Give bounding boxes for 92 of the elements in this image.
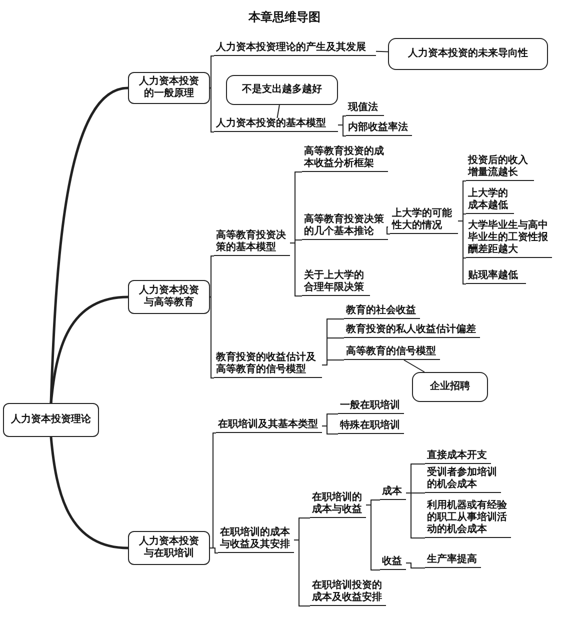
branch-line [276, 104, 280, 118]
topic-text: 上大学的成本越低 [468, 188, 508, 211]
topic-text: 企业招聘 [430, 381, 470, 393]
branch-line [210, 548, 218, 554]
topic-text: 教育投资的私人收益估计偏差 [346, 324, 476, 335]
branch-label [344, 346, 440, 360]
callout-bubble [388, 38, 548, 70]
topic-text: 高等教育的信号模型 [346, 346, 436, 357]
branch-line [294, 540, 310, 606]
topic-text: 利用机器或有经验的职工从事培训活动的机会成本 [427, 500, 507, 535]
trunk-line [50, 436, 128, 550]
topic-text: 收益 [382, 556, 402, 567]
branch-line [458, 220, 466, 284]
topic-text: 高等教育投资决策的几个基本推论 [304, 214, 384, 237]
callout-bubble [412, 372, 488, 402]
branch-label [214, 118, 338, 132]
branch-line [406, 562, 426, 568]
topic-text: 人力资本投资理论的产生及其发展 [216, 42, 366, 53]
branch-label [338, 420, 404, 434]
topic-text: 上大学的可能性大的情况 [392, 208, 452, 231]
topic-text: 高等教育投资决策的基本模型 [216, 230, 286, 253]
branch-label [338, 400, 404, 414]
topic-text: 一般在职培训 [340, 400, 400, 411]
topic-text: 人力资本投资与在职培训 [138, 536, 200, 560]
topic-text: 在职培训的成本与收益及其安排 [220, 527, 290, 550]
branch-line [406, 492, 426, 538]
branch-label [425, 554, 481, 568]
topic-text: 受训者参加培训的机会成本 [427, 467, 497, 490]
branch-line [338, 124, 346, 136]
branch-label [214, 352, 322, 378]
branch-line [290, 242, 302, 296]
branch-line [386, 226, 390, 234]
branch-label [302, 270, 370, 296]
topic-text: 直接成本开支 [427, 450, 487, 461]
branch-label [466, 270, 526, 284]
topic-text: 投资后的收入增量流越长 [468, 155, 528, 178]
topic-text: 在职培训投资的成本及收益安排 [312, 580, 382, 603]
topic-text: 人力资本投资与高等教育 [138, 285, 200, 309]
topic-text: 现值法 [348, 102, 378, 113]
topic-text: 大学毕业生与高中毕业生的工资性报酬差距越大 [468, 220, 548, 255]
branch-label [346, 102, 384, 116]
branch-line [376, 50, 388, 52]
topic-text: 在职培训及其基本类型 [218, 419, 318, 430]
branch-label [466, 155, 534, 181]
branch-line [403, 360, 425, 372]
branch-label [216, 419, 322, 433]
branch-label [302, 146, 388, 172]
callout-bubble [226, 75, 338, 105]
branch-label [302, 214, 388, 240]
topic-text: 教育的社会收益 [346, 305, 416, 316]
topic-box [128, 280, 210, 314]
topic-text: 人力资本投资的未来导向性 [408, 48, 528, 60]
branch-label [310, 492, 366, 518]
branch-label [218, 527, 294, 553]
branch-label [344, 305, 420, 319]
branch-label [380, 486, 406, 500]
topic-text: 内部收益率法 [348, 122, 408, 133]
topic-text: 生产率提高 [427, 554, 477, 565]
branch-label [214, 42, 376, 56]
branch-line [210, 296, 214, 378]
branch-line [210, 256, 214, 298]
branch-label [310, 580, 386, 606]
topic-text: 教育投资的收益估计及高等教育的信号模型 [216, 352, 316, 375]
topic-text: 高等教育投资的成本收益分析框架 [304, 146, 384, 169]
topic-text: 人力资本投资理论 [11, 414, 91, 426]
branch-label [425, 467, 501, 493]
trunk-line [50, 296, 128, 404]
branch-label [344, 324, 480, 338]
branch-line [366, 504, 380, 570]
topic-text: 贴现率越低 [468, 270, 518, 281]
topic-box [128, 531, 210, 565]
topic-text: 在职培训的成本与收益 [312, 492, 362, 515]
topic-text: 关于上大学的合理年限决策 [304, 270, 364, 293]
topic-text: 人力资本投资的一般原理 [138, 76, 200, 100]
topic-text: 人力资本投资的基本模型 [216, 118, 326, 129]
branch-label [425, 450, 491, 464]
branch-line [210, 432, 216, 548]
topic-box [128, 72, 210, 104]
branch-line [210, 56, 214, 88]
topic-text: 不是支出越多越好 [242, 84, 322, 96]
branch-line [322, 426, 338, 434]
branch-label [346, 122, 412, 136]
diagram-title: 本章思维导图 [247, 9, 322, 26]
branch-line [210, 88, 214, 132]
topic-text: 成本 [382, 486, 402, 497]
branch-label [466, 188, 514, 214]
branch-line [322, 360, 344, 366]
topic-box [3, 403, 99, 437]
branch-label [214, 230, 290, 256]
branch-label [390, 208, 458, 234]
branch-label [380, 556, 406, 570]
topic-text: 特殊在职培训 [340, 420, 400, 431]
